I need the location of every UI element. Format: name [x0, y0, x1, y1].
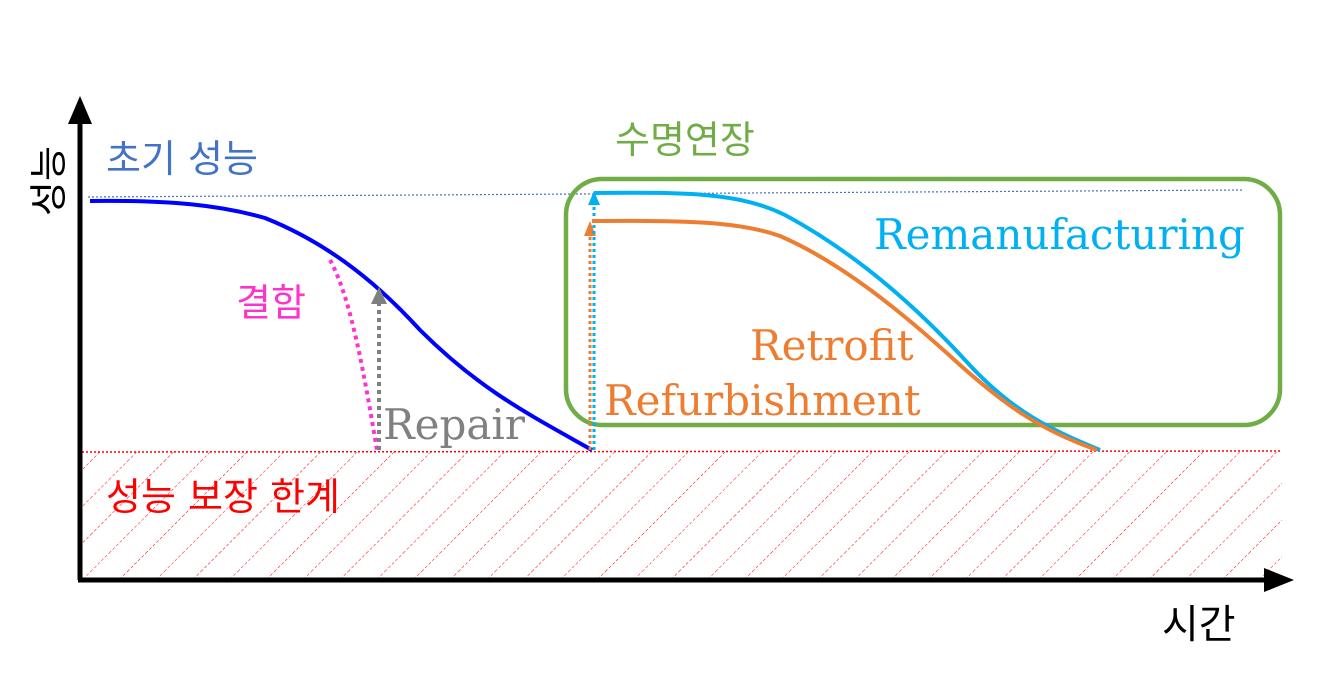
- retrofit-refurbishment-curve: [591, 218, 1098, 452]
- refurbishment-label: Refurbishment: [604, 376, 921, 425]
- performance-limit-hatch-region: [82, 452, 1282, 578]
- x-axis-label: 시간: [1162, 602, 1236, 648]
- y-axis-label: 성능: [26, 146, 71, 216]
- life-extension-label: 수명연장: [615, 118, 755, 162]
- repair-label: Repair: [383, 400, 525, 449]
- retrofit-label: Retrofit: [750, 321, 914, 370]
- remanufacturing-label: Remanufacturing: [874, 210, 1245, 259]
- y-axis-arrowhead: [68, 96, 92, 124]
- performance-degradation-curve: [89, 198, 593, 452]
- performance-limit-line: [81, 450, 1283, 453]
- defect-curve: [328, 259, 379, 451]
- initial-performance-label: 초기 성능: [106, 137, 258, 181]
- performance-limit-label: 성능 보장 한계: [106, 475, 340, 519]
- remanufacturing-curve: [593, 190, 1101, 452]
- defect-label: 결함: [236, 281, 306, 325]
- remanufacturing-arrowhead: [588, 191, 600, 205]
- x-axis-arrowhead: [1264, 568, 1294, 592]
- repair-arrowhead: [371, 287, 387, 304]
- life-extension-box: [563, 176, 1283, 428]
